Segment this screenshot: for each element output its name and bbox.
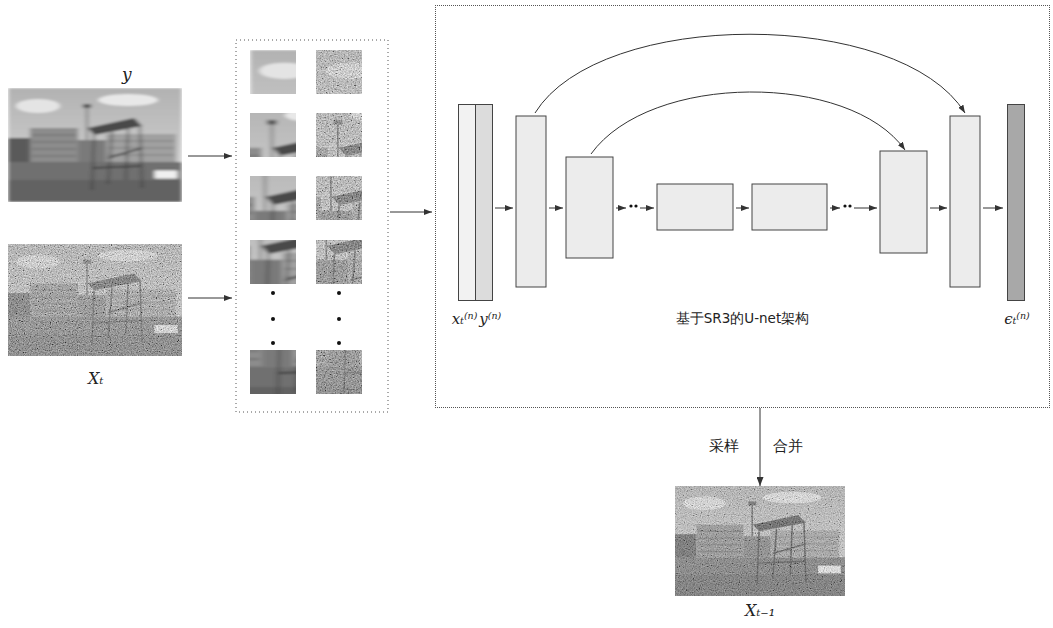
drawing-part xyxy=(271,291,275,295)
noisy-patch xyxy=(247,281,447,413)
layer-block xyxy=(880,151,927,253)
drawing-part xyxy=(848,204,851,207)
drawing-part xyxy=(8,244,182,356)
blurred-patch xyxy=(181,281,381,413)
node-label: Xₜ xyxy=(88,369,103,388)
drawing-part xyxy=(271,317,275,321)
drawing-part xyxy=(316,113,362,157)
drawing-part xyxy=(236,199,436,331)
drawing-part xyxy=(549,208,563,209)
node-label: 基于SR3的U-net架构 xyxy=(436,310,1049,328)
tensor-label: ϵₜ⁽ⁿ⁾ xyxy=(1004,310,1030,328)
image-panel: y xyxy=(8,62,182,202)
layer-block xyxy=(657,184,733,230)
drawing-part xyxy=(8,244,182,356)
noisy-patch xyxy=(236,199,436,331)
blurred-photo xyxy=(8,88,182,202)
drawing-part xyxy=(271,341,275,345)
tensor-label: xₜ⁽ⁿ⁾ xyxy=(452,310,478,328)
drawing-part xyxy=(170,199,370,331)
layer-block xyxy=(752,184,827,230)
arrow xyxy=(390,212,432,213)
drawing-part xyxy=(337,341,341,345)
drawing-part xyxy=(8,88,182,202)
drawing-part xyxy=(316,176,362,220)
label-row: ϵₜ⁽ⁿ⁾ xyxy=(1004,310,1030,328)
blurred-patch xyxy=(170,199,370,331)
ellipsis-dots xyxy=(271,291,341,345)
drawing-part xyxy=(247,281,447,413)
node-label: Xₜ₋₁ xyxy=(745,601,775,620)
drawing-part xyxy=(181,281,381,413)
label-row: xₜ⁽ⁿ⁾y⁽ⁿ⁾ xyxy=(452,310,502,328)
ellipsis-dots xyxy=(629,204,851,207)
layer-block xyxy=(950,116,980,287)
layer-block xyxy=(516,116,546,287)
skip-connection xyxy=(591,92,905,154)
output-block: ϵₜ⁽ⁿ⁾ xyxy=(1007,104,1025,301)
skip-connection xyxy=(535,34,965,113)
patch-grid xyxy=(170,50,517,413)
drawing-part xyxy=(843,204,846,207)
drawing-part xyxy=(8,88,182,202)
image-panel: Xₜ₋₁ xyxy=(675,486,845,624)
tensor-label: y⁽ⁿ⁾ xyxy=(479,310,501,328)
drawing-part xyxy=(830,208,840,209)
drawing-part xyxy=(854,208,877,209)
drawing-part xyxy=(629,204,632,207)
drawing-part xyxy=(634,204,637,207)
node-label: y xyxy=(122,64,132,84)
noisy-photo xyxy=(8,244,182,356)
image-panel: Xₜ xyxy=(8,244,182,392)
drawing-part xyxy=(983,208,1003,209)
drawing-part xyxy=(616,208,626,209)
unet-layers xyxy=(516,116,980,287)
drawing-part xyxy=(675,486,845,596)
drawing-part xyxy=(337,291,341,295)
unet-arrows xyxy=(495,34,1003,208)
drawing-part xyxy=(316,350,362,394)
step-label: 合并 xyxy=(771,437,805,455)
network-region: 基于SR3的U-net架构xₜ⁽ⁿ⁾y⁽ⁿ⁾ϵₜ⁽ⁿ⁾ xyxy=(435,5,1050,408)
drawing-part xyxy=(675,486,845,596)
arrow xyxy=(188,298,232,299)
drawing-part xyxy=(337,317,341,321)
layer-block xyxy=(566,157,613,258)
denoised-photo xyxy=(675,486,845,596)
drawing-part xyxy=(736,208,749,209)
drawing-part xyxy=(170,199,370,331)
drawing-part xyxy=(316,240,362,284)
drawing-part xyxy=(495,208,513,209)
drawing-part xyxy=(640,208,654,209)
drawing-part xyxy=(181,281,381,413)
step-label: 采样 xyxy=(707,437,741,455)
drawing-part xyxy=(930,208,947,209)
arrow xyxy=(188,156,232,157)
input-block: xₜ⁽ⁿ⁾y⁽ⁿ⁾ xyxy=(458,104,493,301)
drawing-part xyxy=(316,50,362,94)
flow-arrow xyxy=(760,408,761,486)
